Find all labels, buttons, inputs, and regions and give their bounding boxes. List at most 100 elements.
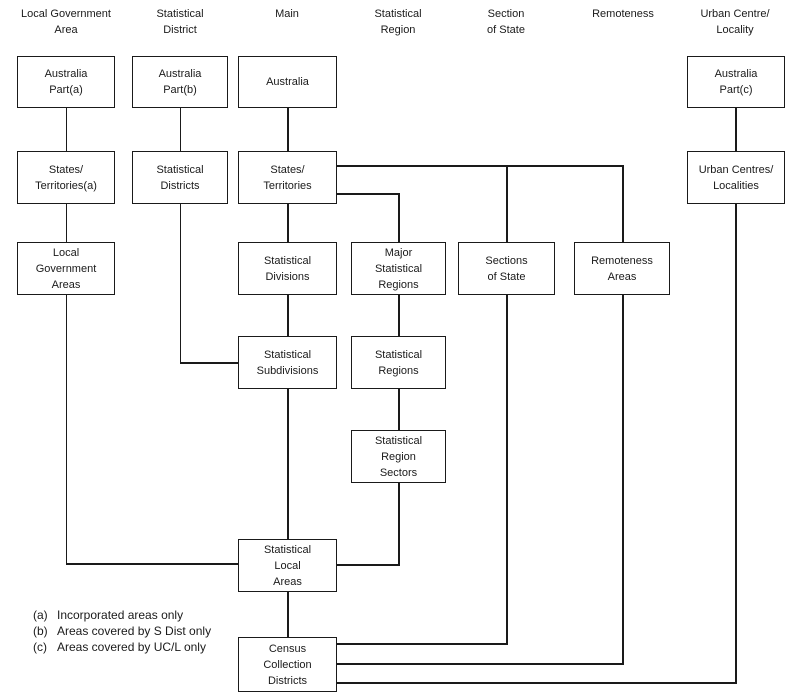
connector-line	[622, 295, 624, 665]
box-label-line: Territories	[263, 179, 312, 192]
connector-line	[287, 108, 289, 151]
footnote-c: (c) Areas covered by UC/L only	[33, 639, 211, 655]
box-statistical-regions: Statistical Regions	[351, 336, 446, 389]
connector-line	[622, 165, 624, 242]
connector-line	[287, 389, 289, 539]
column-header-main: Main	[275, 6, 299, 22]
connector-line	[287, 204, 289, 242]
connector-line	[506, 165, 508, 242]
box-label-line: Australia	[714, 68, 758, 80]
connector-line	[337, 193, 400, 195]
box-label-line: Local	[274, 559, 301, 572]
footnote-b: (b) Areas covered by S Dist only	[33, 623, 211, 639]
box-label-line: Statistical	[374, 262, 423, 275]
box-label-line: Areas	[273, 575, 302, 588]
box-label-line: Areas	[51, 278, 81, 291]
box-statistical-region-sectors: Statistical Region Sectors	[351, 430, 446, 483]
box-australia-part-a: Australia Part(a)	[17, 56, 115, 108]
box-label-line: Remoteness	[591, 254, 653, 267]
connector-line	[65, 563, 238, 565]
header-line: Main	[275, 8, 299, 20]
box-label-line: Sections	[485, 254, 528, 267]
box-label-line: Sectors	[379, 466, 418, 479]
connector-line	[735, 204, 737, 684]
box-label-line: Part(c)	[719, 84, 753, 96]
box-statistical-subdivisions: Statistical Subdivisions	[238, 336, 337, 389]
connector-line	[735, 108, 737, 151]
connector-line	[65, 108, 67, 151]
box-sections-of-state: Sections of State	[458, 242, 555, 295]
footnote-text: Incorporated areas only	[57, 608, 184, 622]
footnote-text: Areas covered by UC/L only	[57, 640, 206, 654]
footnote-a: (a) Incorporated areas only	[33, 607, 211, 623]
connector-line	[337, 643, 508, 645]
connector-line	[398, 389, 400, 430]
box-label-line: Region	[381, 450, 416, 463]
box-urban-centres-localities: Urban Centres/ Localities	[687, 151, 785, 204]
box-label-line: Regions	[378, 364, 419, 377]
box-australia-part-c: Australia Part(c)	[687, 56, 785, 108]
box-label-line: Areas	[607, 270, 637, 283]
footnote-marker: (b)	[33, 624, 48, 638]
connector-line	[337, 564, 400, 566]
connector-line	[337, 663, 624, 665]
box-label-line: Collection	[263, 658, 312, 671]
header-line: District	[163, 24, 197, 36]
box-remoteness-areas: Remoteness Areas	[574, 242, 670, 295]
header-line: Statistical	[374, 8, 422, 20]
box-label-line: Localities	[713, 179, 759, 192]
box-label-line: States/	[48, 163, 84, 176]
box-label-line: Urban Centres/	[698, 163, 774, 176]
column-header-remoteness: Remoteness	[592, 6, 654, 22]
connector-line	[398, 193, 400, 242]
box-label-line: Major	[384, 246, 413, 259]
box-label-line: Statistical	[374, 434, 423, 447]
column-header-urban-centre-locality: Urban Centre/ Locality	[700, 6, 769, 38]
connector-line	[179, 108, 181, 151]
box-label-line: Australia	[158, 68, 202, 80]
box-label-line: Local	[52, 246, 80, 259]
box-label-line: Territories(a)	[35, 179, 97, 192]
header-line: Local Government	[21, 8, 111, 20]
connector-line	[179, 362, 238, 364]
connector-line	[65, 295, 67, 565]
box-label-line: Census	[268, 642, 307, 655]
header-line: Remoteness	[592, 8, 654, 20]
box-label-line: Statistical	[263, 543, 312, 556]
column-header-local-government-area: Local Government Area	[21, 6, 111, 38]
header-line: Statistical	[156, 8, 204, 20]
box-label-line: Part(b)	[163, 84, 197, 96]
box-local-government-areas: Local Government Areas	[17, 242, 115, 295]
box-australia-part-b: Australia Part(b)	[132, 56, 228, 108]
footnote-marker: (c)	[33, 640, 47, 654]
box-label-line: Districts	[160, 179, 200, 192]
box-label-line: Australia	[44, 68, 88, 80]
box-australia: Australia	[238, 56, 337, 108]
box-label-line: Statistical	[263, 254, 312, 267]
column-header-section-of-state: Section of State	[487, 6, 525, 38]
box-states-territories: States/ Territories	[238, 151, 337, 204]
box-statistical-local-areas: Statistical Local Areas	[238, 539, 337, 592]
connector-line	[398, 295, 400, 336]
header-line: of State	[487, 24, 525, 36]
connector-line	[506, 295, 508, 645]
header-line: Section	[487, 8, 525, 20]
box-label-line: Subdivisions	[256, 364, 319, 377]
footnote-marker: (a)	[33, 608, 48, 622]
box-states-territories-a: States/ Territories(a)	[17, 151, 115, 204]
box-label-line: Statistical	[374, 348, 423, 361]
footnotes: (a) Incorporated areas only (b) Areas co…	[33, 607, 211, 655]
connector-line	[337, 165, 624, 167]
connector-line	[337, 682, 737, 684]
box-label-line: States/	[270, 163, 305, 176]
footnote-text: Areas covered by S Dist only	[57, 624, 212, 638]
box-label-line: Divisions	[265, 270, 310, 283]
box-statistical-districts: Statistical Districts	[132, 151, 228, 204]
connector-line	[287, 592, 289, 637]
box-label-line: Statistical	[263, 348, 312, 361]
connector-line	[179, 204, 181, 364]
box-label-line: Australia	[266, 76, 309, 88]
box-label-line: Districts	[267, 674, 308, 687]
box-label-line: of State	[487, 270, 526, 283]
